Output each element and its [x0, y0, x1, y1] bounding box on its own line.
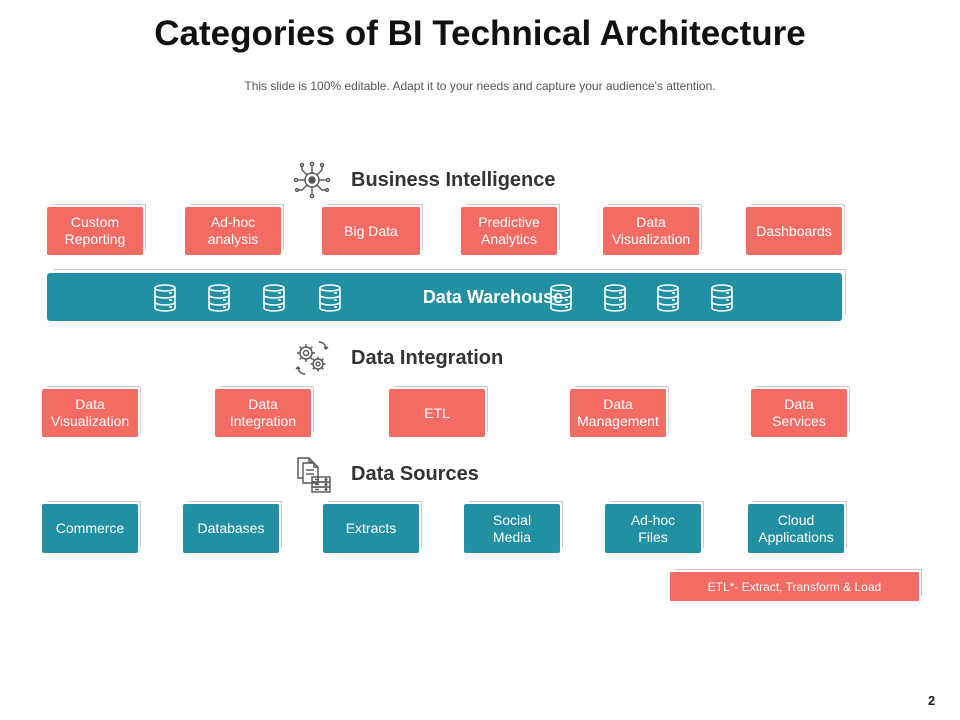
ds-item-social-media: Social Media: [464, 504, 560, 553]
page-number: 2: [928, 693, 936, 708]
ds-item-label: Social Media: [492, 511, 532, 545]
di-item-data-integration: Data Integration: [215, 389, 311, 437]
di-item-label: Data Services: [772, 396, 826, 429]
section-title-business-intelligence: Business Intelligence: [351, 169, 556, 191]
bi-item-big-data: Big Data: [322, 207, 420, 255]
page-subtitle: This slide is 100% editable. Adapt it to…: [244, 79, 716, 93]
etl-footnote: ETL*- Extract, Transform & Load: [670, 572, 919, 601]
database-icon: [261, 284, 287, 312]
data-warehouse-bar: Data Warehouse: [47, 273, 842, 321]
di-item-data-services: Data Services: [751, 389, 847, 437]
page-title: Categories of BI Technical Architecture: [154, 14, 806, 53]
ds-item-databases: Databases: [183, 504, 279, 553]
di-item-label: ETL: [424, 404, 450, 421]
bi-item-custom-reporting: Custom Reporting: [47, 207, 143, 255]
bi-item-label: Data Visualization: [611, 214, 691, 247]
bi-item-data-visualization: Data Visualization: [603, 207, 699, 255]
database-icon: [709, 284, 735, 312]
ds-item-label: Commerce: [55, 520, 125, 536]
di-item-label: Data Management: [577, 396, 659, 429]
bi-item-label: Custom Reporting: [64, 214, 126, 247]
ds-item-label: Ad-hoc Files: [630, 511, 676, 545]
section-title-data-sources: Data Sources: [351, 463, 479, 485]
database-icon: [317, 284, 343, 312]
database-icon: [548, 284, 574, 312]
circuit-brain-icon: [292, 160, 332, 200]
ds-item-adhoc-files: Ad-hoc Files: [605, 504, 701, 553]
bi-item-label: Big Data: [344, 222, 398, 239]
bi-item-adhoc-analysis: Ad-hoc analysis: [185, 207, 281, 255]
ds-item-label: Extracts: [345, 520, 397, 536]
gears-cycle-icon: [292, 338, 332, 378]
di-item-label: Data Integration: [229, 396, 297, 429]
ds-item-label: Cloud Applications: [758, 511, 834, 545]
database-icon: [655, 284, 681, 312]
di-item-label: Data Visualization: [50, 396, 130, 429]
ds-item-extracts: Extracts: [323, 504, 419, 553]
di-item-etl: ETL: [389, 389, 485, 437]
di-item-data-management: Data Management: [570, 389, 666, 437]
bi-item-predictive-analytics: Predictive Analytics: [461, 207, 557, 255]
bi-item-label: Ad-hoc analysis: [207, 214, 259, 247]
documents-server-icon: [294, 455, 334, 495]
data-warehouse-label: Data Warehouse: [422, 286, 564, 307]
database-icon: [602, 284, 628, 312]
ds-item-label: Databases: [197, 520, 265, 536]
di-item-data-visualization: Data Visualization: [42, 389, 138, 437]
ds-item-cloud-applications: Cloud Applications: [748, 504, 844, 553]
bi-item-label: Predictive Analytics: [478, 214, 540, 247]
database-icon: [206, 284, 232, 312]
database-icon: [152, 284, 178, 312]
ds-item-commerce: Commerce: [42, 504, 138, 553]
bi-item-label: Dashboards: [756, 222, 832, 239]
bi-item-dashboards: Dashboards: [746, 207, 842, 255]
section-title-data-integration: Data Integration: [351, 347, 504, 369]
